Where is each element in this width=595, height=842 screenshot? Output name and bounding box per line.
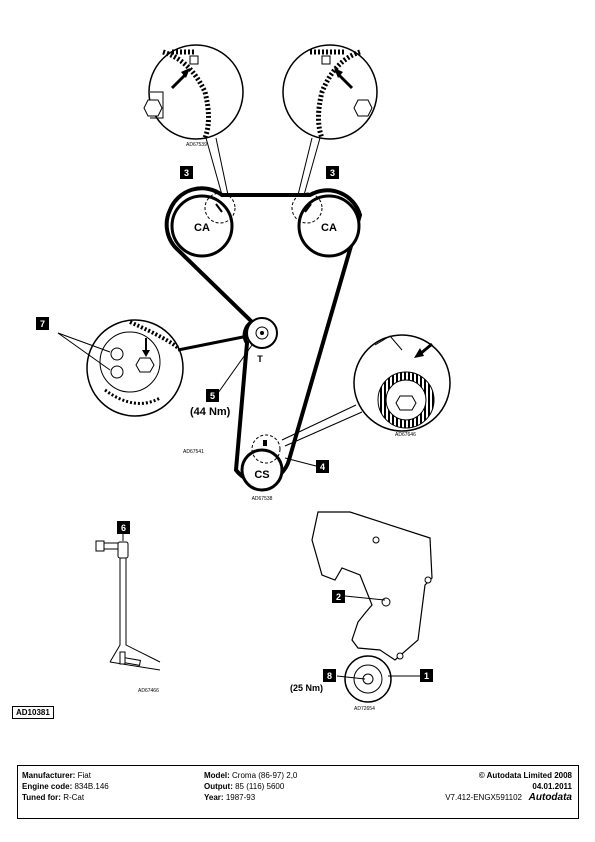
label: Output: <box>204 782 233 791</box>
figure-ref: AD67538 <box>252 496 273 502</box>
figure-ref: AD67539 <box>186 142 207 148</box>
callout-3-left: 3 <box>184 168 189 178</box>
callout-7: 7 <box>40 319 45 329</box>
date: 04.01.2011 <box>532 782 572 791</box>
crank-pulley: CS AD67538 <box>240 434 284 502</box>
label: Model: <box>204 771 230 780</box>
torque-tensioner: (44 Nm) <box>190 406 231 418</box>
tensioner-detail <box>86 319 184 417</box>
callout-2: 2 <box>336 592 341 602</box>
callout-8: 8 <box>327 671 332 681</box>
pulley-label: CS <box>254 469 269 481</box>
label: Manufacturer: <box>22 771 76 780</box>
figure-ref: AD72654 <box>354 706 375 712</box>
tensioner-pulley: T <box>246 317 278 364</box>
year: 1987-93 <box>225 793 256 802</box>
footer-middle: Model: Croma (86-97) 2,0 Output: 85 (116… <box>204 770 297 803</box>
copyright: © Autodata Limited 2008 <box>478 771 572 780</box>
label: Tuned for: <box>22 793 61 802</box>
label: Year: <box>204 793 224 802</box>
timing-cover: AD72654 <box>311 511 433 712</box>
label: Engine code: <box>22 782 73 791</box>
pulley-label: CA <box>194 222 210 234</box>
callout-6: 6 <box>121 523 126 533</box>
pulley-label: CA <box>321 222 337 234</box>
manufacturer: Fiat <box>77 771 91 780</box>
output: 85 (116) 5600 <box>235 782 285 791</box>
autodata-logo: Autodata <box>528 792 572 803</box>
footer-left: Manufacturer: Fiat Engine code: 834B.146… <box>22 770 109 803</box>
pulley-label: T <box>257 354 263 364</box>
callout-4: 4 <box>320 462 325 472</box>
figure-ref: AD67541 <box>183 449 204 455</box>
cam-left-detail: AD67539 <box>143 44 244 148</box>
engine-code: 834B.146 <box>74 782 109 791</box>
cam-pulley-right: CA <box>291 192 361 258</box>
timing-belt-diagram: AD67539 CA CA T <box>36 44 451 712</box>
cam-right-detail <box>282 44 378 140</box>
callout-3-right: 3 <box>330 168 335 178</box>
torque-crank-bolt: (25 Nm) <box>290 683 323 693</box>
page-reference: AD10381 <box>12 706 54 719</box>
figure-ref: AD67466 <box>138 688 159 694</box>
crank-detail: AD67646 <box>353 334 451 438</box>
tuned-for: R-Cat <box>63 793 85 802</box>
cam-pulley-left: CA <box>170 192 236 258</box>
callout-1: 1 <box>424 671 429 681</box>
footer-right: © Autodata Limited 2008 04.01.2011 V7.41… <box>445 770 572 803</box>
info-footer: Manufacturer: Fiat Engine code: 834B.146… <box>17 765 579 819</box>
version: V7.412-ENGX591102 <box>445 793 522 802</box>
locking-tool: AD67466 <box>95 540 161 694</box>
figure-ref: AD67646 <box>395 432 416 438</box>
callout-5: 5 <box>210 391 215 401</box>
model: Croma (86-97) 2,0 <box>232 771 298 780</box>
